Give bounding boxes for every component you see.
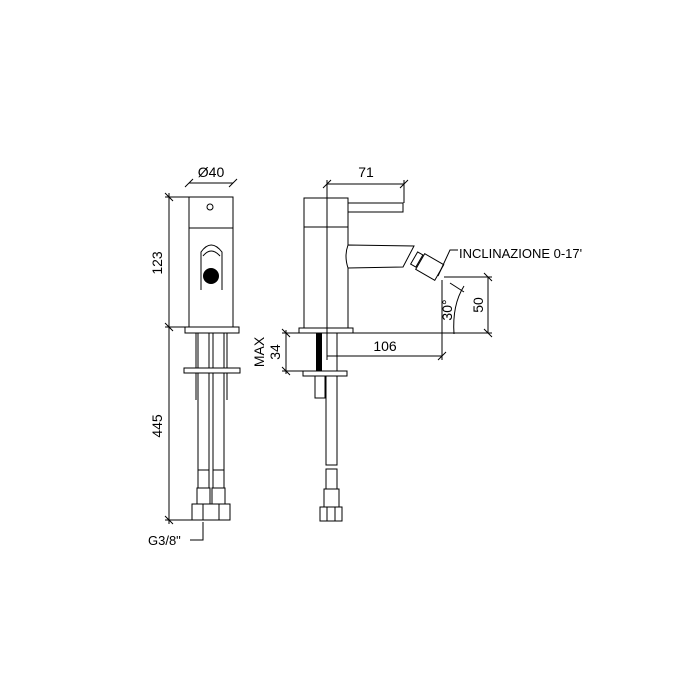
side-base-plate (298, 327, 354, 334)
dim-max-thickness: 34 (267, 344, 283, 360)
front-lever (200, 244, 223, 290)
dim-max-label: MAX (251, 336, 267, 367)
front-fitting-nuts (191, 503, 231, 521)
side-cap (303, 197, 349, 228)
dim-diameter: Ø40 (198, 164, 225, 180)
side-nut-plate (302, 370, 348, 377)
side-lever-handle (347, 202, 404, 213)
dim-thread: G3/8" (148, 533, 181, 548)
dim-spout-reach: 106 (373, 338, 397, 354)
dim-spout-height: 50 (470, 297, 486, 313)
dim-body-height: 123 (149, 251, 165, 275)
threaded-rod (316, 333, 322, 371)
front-view: Ø40 123 445 G3/8" (148, 164, 241, 548)
spout (345, 244, 415, 269)
front-nut-plate (183, 367, 241, 374)
angle-arc (453, 285, 465, 335)
front-body (188, 196, 234, 328)
dim-hose-length: 445 (149, 414, 165, 438)
side-hose (325, 375, 338, 466)
front-base-plate (184, 326, 240, 334)
indicator-dot (206, 203, 214, 211)
side-body (303, 226, 349, 329)
dim-angle: 30° (439, 299, 455, 320)
inclination-label: INCLINAZIONE 0-17' (459, 246, 582, 261)
dim-lever-reach: 71 (358, 164, 374, 180)
lever-knob (203, 268, 219, 284)
side-view: INCLINAZIONE 0-17' 71 50 30° 106 (251, 164, 582, 522)
